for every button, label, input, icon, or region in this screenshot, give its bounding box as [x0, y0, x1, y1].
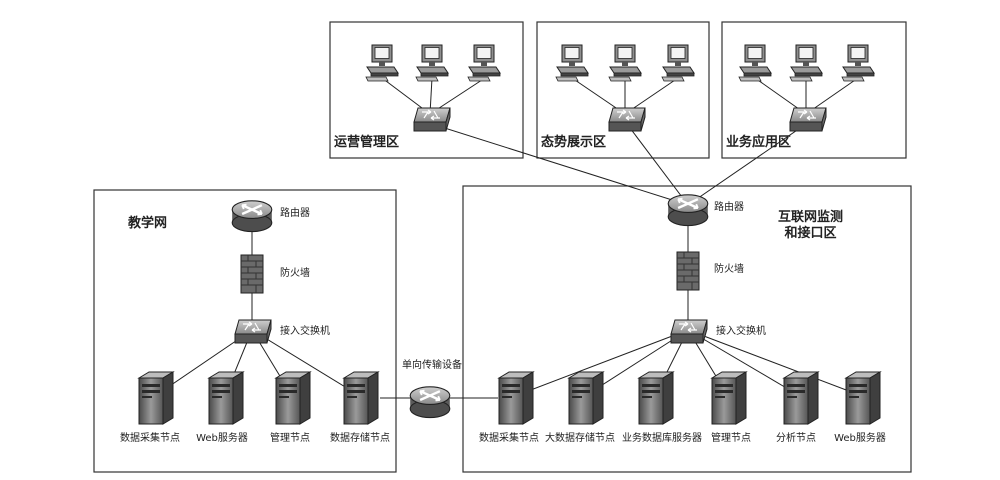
- server-icon: [343, 371, 379, 425]
- internet-server-label: 业务数据库服务器: [622, 433, 702, 444]
- server-icon: [783, 371, 819, 425]
- zone-title-business: 业务应用区: [726, 135, 792, 150]
- switch-icon: [234, 319, 272, 344]
- internet-server-label: Web服务器: [834, 433, 886, 444]
- teaching-server-label: Web服务器: [196, 433, 248, 444]
- pc-icon: [365, 44, 399, 82]
- gateway-icon: [408, 385, 452, 419]
- server-icon: [498, 371, 534, 425]
- server-icon: [568, 371, 604, 425]
- pc-group-situation: [555, 44, 695, 82]
- server-icon: [275, 371, 311, 425]
- teaching-switch-label: 接入交换机: [280, 326, 330, 337]
- teaching-firewall-label: 防火墙: [280, 268, 310, 279]
- pc-group-ops: [365, 44, 501, 82]
- pc-icon: [789, 44, 823, 82]
- firewall-icon: [240, 254, 264, 294]
- server-icon: [208, 371, 244, 425]
- internet-switch-label: 接入交换机: [716, 326, 766, 337]
- server-icon: [638, 371, 674, 425]
- zone-title-internet-line2: 和接口区: [784, 226, 837, 241]
- zone-box-ops: [329, 21, 524, 159]
- pc-icon: [555, 44, 589, 82]
- internet-server-label: 大数据存储节点: [545, 433, 615, 444]
- internet-router-label: 路由器: [714, 202, 744, 213]
- pc-icon: [661, 44, 695, 82]
- router-icon: [666, 193, 710, 227]
- zone-box-business: [721, 21, 907, 159]
- internet-server-label: 管理节点: [711, 433, 751, 444]
- connection-lines: [154, 77, 863, 399]
- zone-title-teaching: 教学网: [128, 216, 168, 231]
- router-icon: [230, 199, 274, 233]
- zone-box-internet: [462, 185, 912, 473]
- pc-group-business: [738, 44, 875, 82]
- gateway-label: 单向传输设备: [402, 360, 462, 371]
- pc-icon: [608, 44, 642, 82]
- teaching-server-label: 管理节点: [270, 433, 310, 444]
- zone-title-internet-line1: 互联网监测: [778, 210, 844, 225]
- zone-box-teaching: [93, 189, 397, 473]
- zone-title-situation: 态势展示区: [541, 135, 607, 150]
- teaching-server-label: 数据采集节点: [120, 433, 180, 444]
- firewall-icon: [676, 251, 700, 291]
- pc-icon: [415, 44, 449, 82]
- pc-icon: [467, 44, 501, 82]
- internet-server-label: 分析节点: [776, 433, 816, 444]
- server-icon: [711, 371, 747, 425]
- teaching-server-label: 数据存储节点: [330, 433, 390, 444]
- switch-icon: [670, 319, 708, 344]
- teaching-router-label: 路由器: [280, 208, 310, 219]
- switch-icon: [413, 107, 451, 132]
- switch-icon: [608, 107, 646, 132]
- server-icon: [845, 371, 881, 425]
- pc-icon: [841, 44, 875, 82]
- zone-title-internet: 互联网监测 和接口区: [778, 210, 843, 242]
- internet-server-label: 数据采集节点: [479, 433, 539, 444]
- zone-box-situation: [536, 21, 710, 159]
- pc-icon: [738, 44, 772, 82]
- zone-title-ops: 运营管理区: [334, 135, 400, 150]
- switch-icon: [789, 107, 827, 132]
- server-icon: [138, 371, 174, 425]
- internet-firewall-label: 防火墙: [714, 264, 744, 275]
